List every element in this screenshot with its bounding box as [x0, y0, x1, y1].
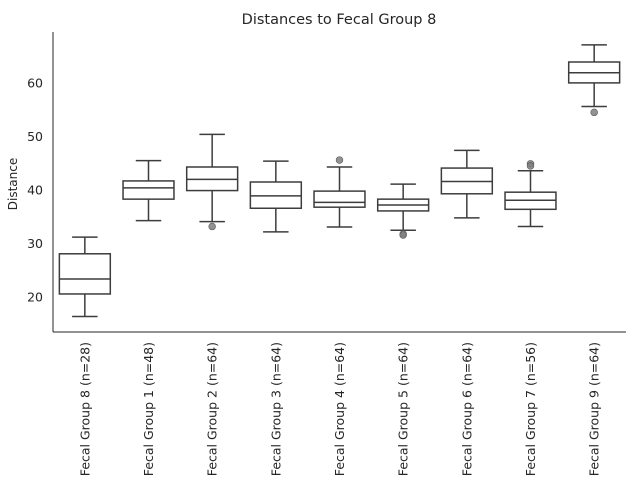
x-category-label: Fecal Group 3 (n=64) [268, 342, 283, 476]
box-iqr [122, 180, 175, 200]
y-tick-label: 30 [27, 236, 43, 251]
y-tick-label: 60 [27, 75, 43, 90]
y-axis-label: Distance [6, 158, 20, 210]
outlier-point [526, 162, 535, 170]
x-category-label: Fecal Group 2 (n=64) [205, 342, 220, 476]
y-tick-label: 40 [27, 183, 43, 198]
y-tick-label: 50 [27, 129, 43, 144]
outlier-point [208, 222, 216, 231]
x-category-label: Fecal Group 8 (n=28) [77, 342, 92, 476]
x-category-label: Fecal Group 1 (n=48) [141, 342, 156, 476]
box-iqr [58, 253, 112, 295]
box-iqr [249, 181, 303, 209]
chart-title: Distances to Fecal Group 8 [242, 12, 437, 28]
x-category-label: Fecal Group 7 (n=56) [523, 342, 538, 476]
x-category-label: Fecal Group 6 (n=64) [459, 342, 474, 476]
outlier-point [590, 108, 598, 117]
x-category-label: Fecal Group 4 (n=64) [332, 342, 347, 476]
outlier-point [399, 231, 407, 239]
x-category-label: Fecal Group 5 (n=64) [396, 342, 411, 476]
x-category-label: Fecal Group 9 (n=64) [587, 342, 602, 476]
outlier-point [335, 156, 344, 164]
y-tick-label: 20 [27, 290, 43, 305]
box-iqr [313, 190, 366, 208]
